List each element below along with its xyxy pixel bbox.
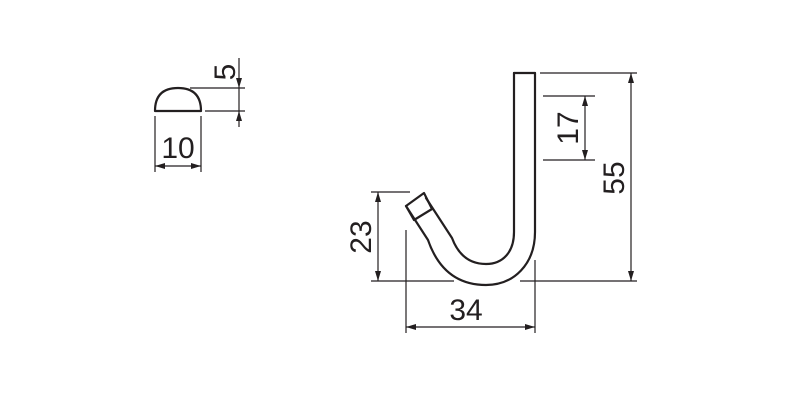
profile-height-arrow-top — [236, 78, 242, 88]
hook-top-label: 17 — [552, 111, 585, 144]
profile-height-label: 5 — [209, 64, 242, 81]
profile-width-label: 10 — [161, 132, 194, 165]
profile-section: 5 10 — [153, 58, 245, 172]
profile-height-arrow-bottom — [236, 111, 242, 121]
hook-total-arrow-down — [628, 271, 634, 281]
hook-tip-cap — [404, 191, 434, 222]
hook-width-dimension: 34 — [405, 230, 536, 333]
hook-width-label: 34 — [449, 294, 482, 327]
hook-total-label: 55 — [598, 161, 631, 194]
hook-total-arrow-up — [628, 73, 634, 83]
hook-width-arrow-left — [406, 324, 416, 330]
hook-outline-outer — [404, 71, 537, 287]
profile-width-arrow-right — [191, 163, 201, 169]
hook-tip-arrow-down — [375, 271, 381, 281]
hook-width-arrow-right — [525, 324, 535, 330]
hook-outline-main — [424, 71, 516, 266]
hook-tip-dimension: 23 — [345, 191, 454, 282]
hook-tip-arrow-up — [375, 192, 381, 202]
hook-total-height-dimension: 55 — [520, 72, 637, 282]
hook-tip-label: 23 — [345, 220, 378, 253]
hook-top-arrow-up — [582, 96, 588, 106]
hook-top-arrow-down — [582, 150, 588, 160]
half-round-profile — [153, 86, 203, 113]
profile-width-arrow-left — [155, 163, 165, 169]
hook-body — [404, 71, 537, 287]
hook-top-dimension: 17 — [543, 95, 595, 161]
